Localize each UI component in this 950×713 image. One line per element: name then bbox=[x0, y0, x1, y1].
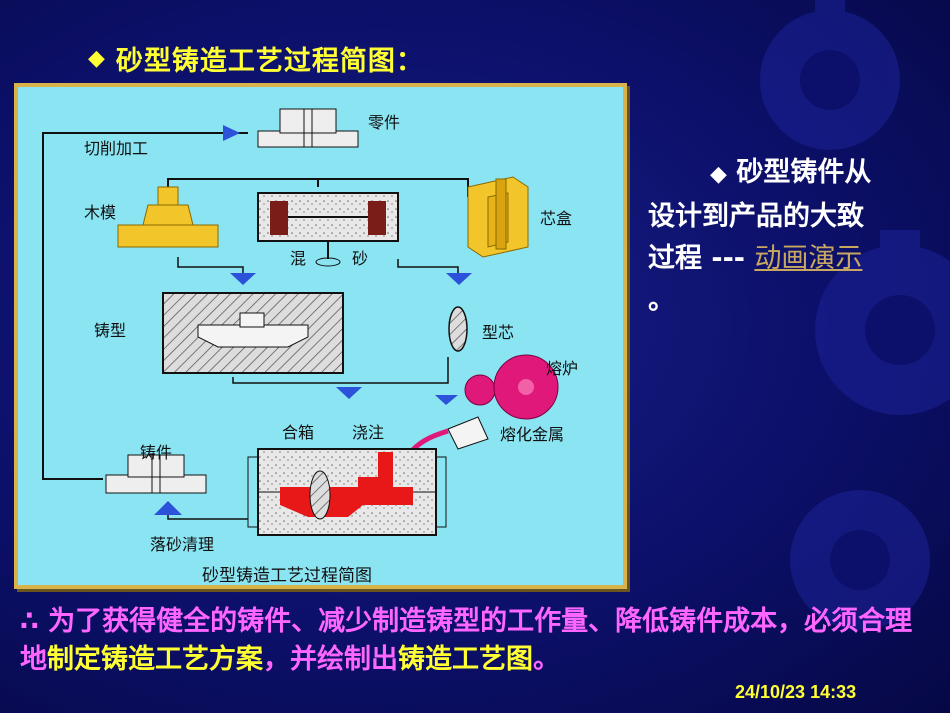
animation-demo-link[interactable]: 动画演示 bbox=[754, 243, 863, 274]
mold-drawing bbox=[162, 292, 344, 374]
side-note-line3: 过程 --- bbox=[648, 243, 746, 274]
diamond-bullet-icon: ◆ bbox=[710, 162, 727, 187]
conclusion-suffix: 。 bbox=[533, 644, 560, 675]
side-note-line1: 砂型铸件从 bbox=[736, 157, 872, 188]
label-pattern: 木模 bbox=[84, 203, 117, 222]
side-note: ◆ 砂型铸件从 设计到产品的大致 过程 --- 动画演示 。 bbox=[648, 152, 918, 322]
conclusion-prefix: ∴ 为了获得健全的铸件、减少制造铸型的工作量、降低铸件成本，必须合理地 bbox=[20, 606, 913, 675]
label-casting: 铸件 bbox=[140, 443, 173, 462]
timestamp: 24/10/23 14:33 bbox=[735, 682, 857, 702]
pattern-drawing bbox=[117, 186, 219, 248]
part-drawing bbox=[257, 108, 359, 148]
core-drawing bbox=[448, 306, 468, 352]
arrow-down-icon bbox=[336, 387, 362, 399]
casting-drawing bbox=[105, 454, 207, 494]
label-machining: 切削加工 bbox=[84, 139, 149, 158]
arrow-down-icon bbox=[230, 273, 256, 285]
arrow-up-icon bbox=[154, 501, 182, 515]
arrow-down-icon bbox=[435, 395, 458, 405]
diagram-caption: 砂型铸造工艺过程简图 bbox=[202, 566, 372, 586]
ladle-drawing bbox=[447, 416, 489, 450]
label-mold: 铸型 bbox=[94, 321, 127, 340]
diagram-graphics bbox=[42, 108, 559, 536]
arrow-to-part-icon bbox=[223, 125, 240, 141]
conclusion-highlight-2: 铸造工艺图 bbox=[398, 644, 533, 675]
side-note-line2: 设计到产品的大致 bbox=[648, 201, 864, 232]
feedback-line bbox=[42, 132, 248, 480]
label-core-box: 芯盒 bbox=[540, 209, 573, 228]
side-note-line4: 。 bbox=[648, 285, 675, 316]
label-shakeout: 落砂清理 bbox=[150, 535, 215, 554]
slide-title-text: 砂型铸造工艺过程简图： bbox=[115, 45, 424, 77]
core-box-drawing bbox=[467, 176, 529, 258]
slide-title: ◆ 砂型铸造工艺过程简图： bbox=[88, 38, 424, 78]
conclusion-text: ∴ 为了获得健全的铸件、减少制造铸型的工作量、降低铸件成本，必须合理地制定铸造工… bbox=[20, 603, 930, 679]
sand-mix-drawing bbox=[257, 192, 399, 267]
conclusion-highlight-1: 制定铸造工艺方案 bbox=[47, 644, 263, 675]
furnace-drawing bbox=[464, 354, 559, 420]
label-part: 零件 bbox=[368, 113, 401, 132]
process-diagram: 零件 切削加工 木模 芯盒 混 砂 铸型 型芯 熔炉 熔化金属 合箱 浇注 铸件… bbox=[14, 83, 627, 589]
label-pouring: 浇注 bbox=[352, 423, 385, 442]
assembled-mold-drawing bbox=[247, 448, 447, 536]
arrow-down-icon bbox=[446, 273, 472, 285]
label-assembly: 合箱 bbox=[282, 423, 315, 442]
diamond-bullet-icon: ◆ bbox=[88, 45, 106, 71]
label-furnace: 熔炉 bbox=[546, 359, 579, 378]
label-core: 型芯 bbox=[482, 323, 515, 342]
label-mix-left: 混 bbox=[290, 249, 307, 268]
label-molten-metal: 熔化金属 bbox=[500, 425, 565, 444]
conclusion-mid: ，并绘制出 bbox=[263, 644, 398, 675]
label-mix-right: 砂 bbox=[352, 249, 369, 268]
